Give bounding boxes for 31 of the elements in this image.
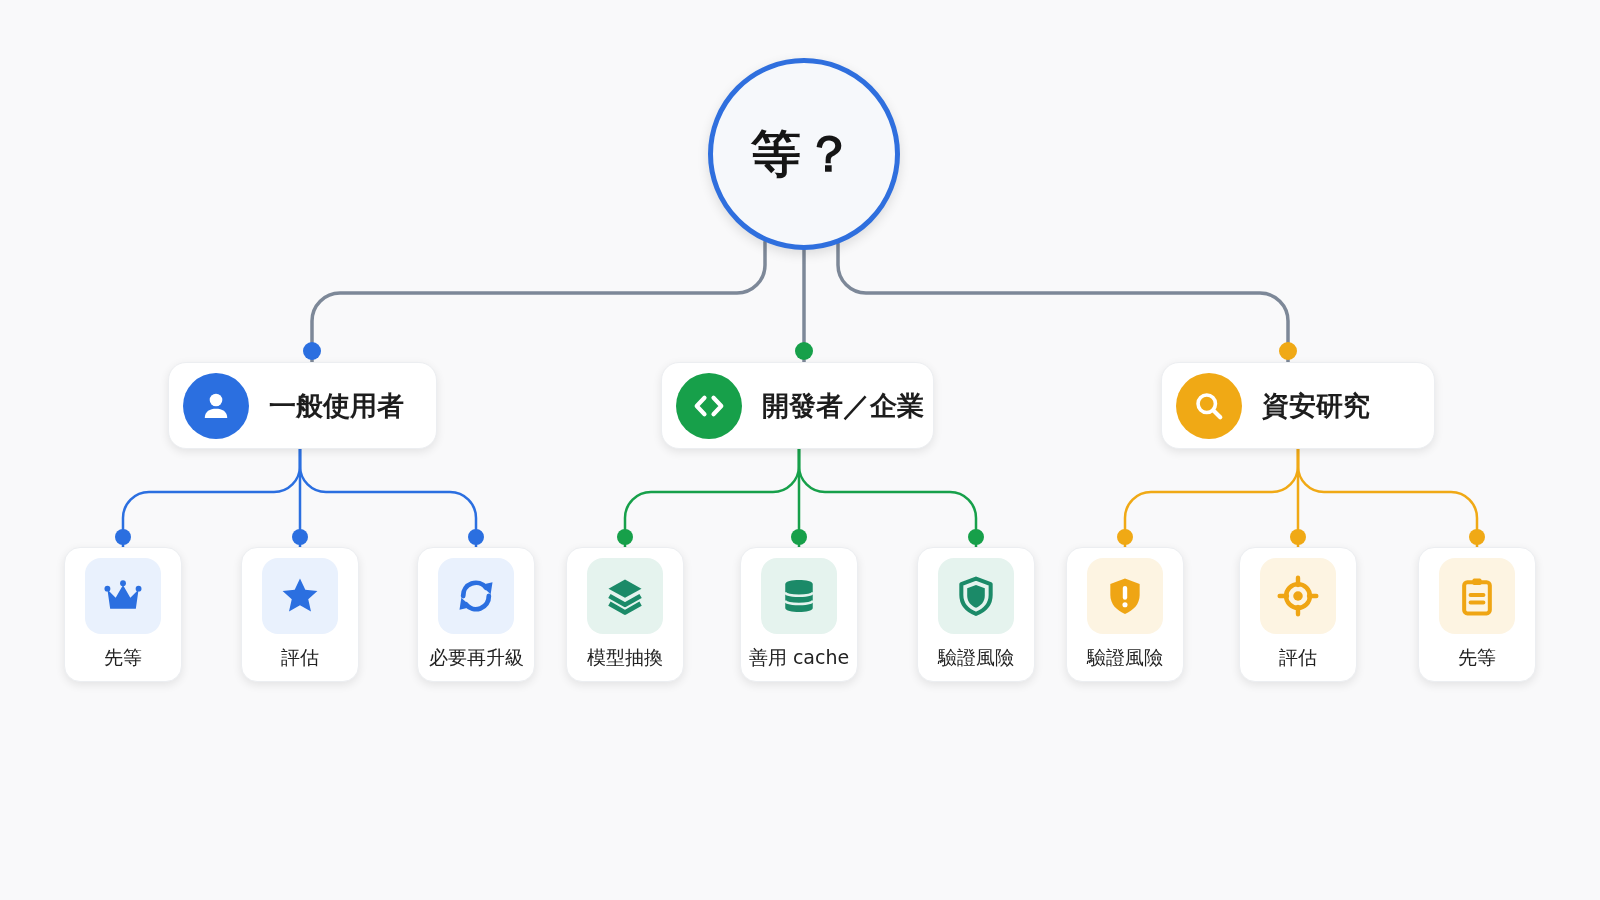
tip-label: 先等 [104, 645, 142, 670]
tip-card [917, 547, 1035, 682]
category-label: 開發者／企業 [762, 388, 924, 423]
tip-label: 必要再升級 [428, 645, 524, 670]
connector-line [303, 239, 767, 364]
connector-line [797, 447, 984, 549]
tip-label: 先等 [1458, 645, 1496, 670]
tip-card [241, 547, 359, 682]
connector-line [795, 248, 813, 364]
tip-card [417, 547, 535, 682]
circle-label: 等？ [751, 123, 857, 185]
tip-label: 評估 [1279, 645, 1317, 670]
tip-card [1066, 547, 1184, 682]
tip-card [1418, 547, 1536, 682]
category-card [168, 362, 437, 449]
category-label: 資安研究 [1262, 388, 1370, 423]
tip-card [1239, 547, 1357, 682]
tip-card [566, 547, 684, 682]
connector-line [1296, 447, 1485, 549]
tip-card [740, 547, 858, 682]
tip-label: 驗證風險 [938, 645, 1014, 670]
tip-label: 善用 cache [748, 645, 850, 670]
connector-line [836, 242, 1297, 364]
tip-card [64, 547, 182, 682]
tip-label: 驗證風險 [1087, 645, 1163, 670]
tip-label: 評估 [281, 645, 319, 670]
category-card [661, 362, 934, 449]
category-card [1161, 362, 1435, 449]
category-label: 一般使用者 [269, 388, 404, 423]
connector-line [298, 447, 484, 549]
tip-label: 模型抽換 [587, 645, 663, 670]
